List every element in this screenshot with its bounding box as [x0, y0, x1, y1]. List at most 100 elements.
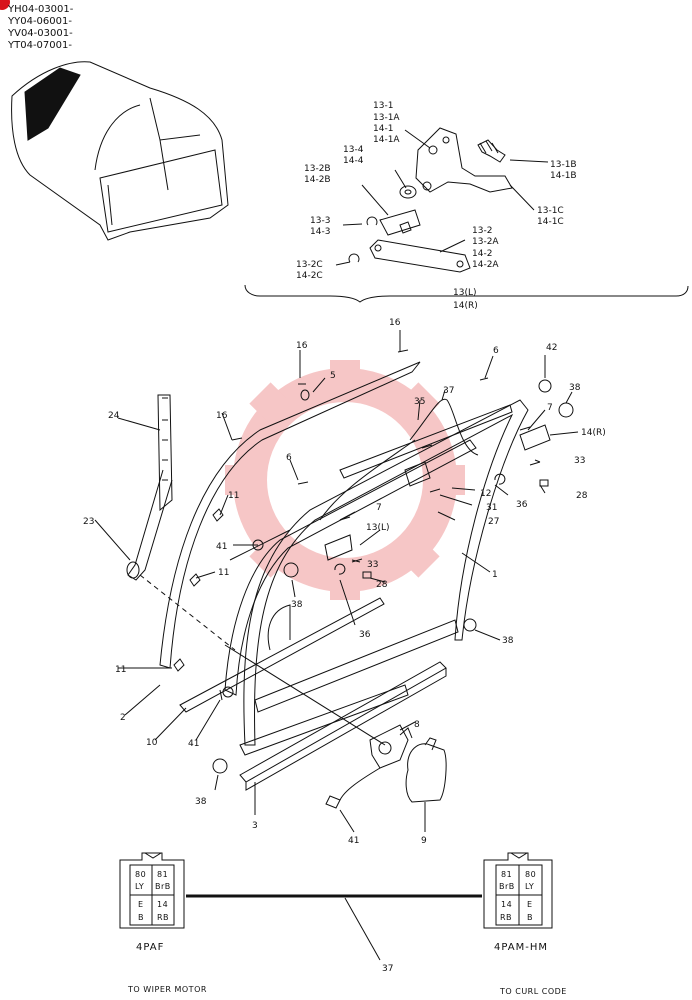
callout-label: 42	[546, 343, 557, 353]
left-connector	[119, 852, 185, 929]
callout-label: 38	[291, 600, 303, 610]
callout-label: 13-2C	[296, 260, 323, 270]
callout-label: 41	[216, 542, 227, 552]
callout-label: 7	[376, 503, 382, 513]
pin-label: E	[138, 900, 144, 909]
pin-label: LY	[135, 882, 144, 891]
callout-label: 1	[492, 570, 498, 580]
callout-label: 23	[83, 517, 94, 527]
pin-label: E	[527, 900, 533, 909]
pin-label: 14	[501, 900, 512, 909]
callout-label: 13-1A	[373, 113, 400, 123]
callout-label: 8	[414, 720, 420, 730]
callout-label: 14(R)	[581, 428, 606, 438]
callout-label: 13-4	[343, 145, 364, 155]
callout-label: 6	[286, 453, 292, 463]
callout-label: 11	[218, 568, 229, 578]
callout-label: 12	[480, 489, 491, 499]
pin-label: LY	[525, 882, 534, 891]
callout-label: 41	[348, 836, 359, 846]
pin-label: BrB	[499, 882, 515, 891]
callout-label: 14-1A	[373, 135, 400, 145]
callout-label: 33	[367, 560, 378, 570]
callout-label: 9	[421, 836, 427, 846]
connector-name: 4PAM-HM	[494, 942, 548, 953]
callout-label: 27	[488, 517, 499, 527]
callout-label: 13-1B	[550, 160, 577, 170]
pin-label: B	[138, 913, 144, 922]
serial-number: YY04-06001-	[7, 16, 72, 27]
callout-label: 14-2	[472, 249, 492, 259]
connector-caption: TO CURL CODE	[499, 987, 567, 996]
callout-label: 7	[547, 403, 553, 413]
callout-label: 24	[108, 411, 120, 421]
callout-label: 36	[516, 500, 528, 510]
callout-label: 13-3	[310, 216, 330, 226]
callout-label: 16	[389, 318, 401, 328]
callout-label: 41	[188, 739, 199, 749]
callout-label: 16	[296, 341, 308, 351]
harness-leader	[344, 897, 381, 961]
left-connector-pins: 80 81 LY BrB E 14 B RB	[135, 870, 171, 922]
pin-label: RB	[157, 913, 169, 922]
callout-label: 13-2B	[304, 164, 331, 174]
callout-label: 38	[195, 797, 207, 807]
connector-name: 4PAF	[136, 942, 164, 953]
pin-label: 14	[157, 900, 168, 909]
callout-label: 37	[382, 964, 393, 974]
wiper-frame-assembly	[94, 330, 579, 833]
bracket-label: 13(L)	[453, 288, 477, 298]
callout-label: 10	[146, 738, 158, 748]
pin-label: 80	[135, 870, 146, 879]
gear-watermark-icon	[225, 360, 465, 600]
callout-label: 3	[252, 821, 258, 831]
callout-label: 14-1B	[550, 171, 577, 181]
callout-label: 38	[569, 383, 581, 393]
pin-label: 81	[501, 870, 512, 879]
callout-label: 14-1C	[537, 217, 564, 227]
pin-label: B	[527, 913, 533, 922]
right-connector-pins: 81 80 BrB LY 14 E RB B	[499, 870, 536, 922]
red-dot-icon	[0, 0, 10, 10]
callout-label: 14-2B	[304, 175, 331, 185]
right-connector	[483, 852, 553, 929]
callout-label: 28	[376, 580, 388, 590]
callout-label: 13-2	[472, 226, 492, 236]
callout-label: 13-2A	[472, 237, 499, 247]
callout-label: 14-1	[373, 124, 393, 134]
callout-label: 14-2C	[296, 271, 323, 281]
callout-label: 14-3	[310, 227, 330, 237]
callout-label: 16	[216, 411, 228, 421]
bracket-label: 14(R)	[453, 301, 478, 311]
pin-label: 80	[525, 870, 536, 879]
callout-label: 14-2A	[472, 260, 499, 270]
callout-label: 13(L)	[366, 523, 390, 533]
connector-caption: TO WIPER MOTOR	[127, 985, 207, 994]
callout-label: 5	[330, 371, 336, 381]
callout-label: 33	[574, 456, 585, 466]
callout-label: 36	[359, 630, 371, 640]
inset-bracket-assembly	[244, 127, 689, 303]
serial-number: YT04-07001-	[7, 40, 72, 51]
main-callouts: 16 16 5 6 42 38 37 35 7 14(R) 24 16 33 6…	[83, 318, 606, 974]
serial-number: YH04-03001-	[7, 4, 74, 15]
callout-label: 14-4	[343, 156, 364, 166]
pin-label: 81	[157, 870, 168, 879]
callout-label: 35	[414, 397, 425, 407]
pin-label: RB	[500, 913, 512, 922]
callout-label: 28	[576, 491, 588, 501]
callout-label: 13-1C	[537, 206, 564, 216]
callout-label: 11	[228, 491, 239, 501]
inset-callouts: 13-1 13-1A 14-1 14-1A 13-4 14-4 13-2B 14…	[296, 101, 577, 311]
pin-label: BrB	[155, 882, 171, 891]
callout-label: 6	[493, 346, 499, 356]
callout-label: 38	[502, 636, 514, 646]
serial-list: YH04-03001- YY04-06001- YV04-03001- YT04…	[7, 4, 74, 51]
callout-label: 31	[486, 503, 497, 513]
callout-label: 13-1	[373, 101, 393, 111]
cab-location-thumbnail	[11, 61, 229, 241]
serial-number: YV04-03001-	[7, 28, 73, 39]
callout-label: 11	[115, 665, 126, 675]
callout-label: 2	[120, 713, 126, 723]
